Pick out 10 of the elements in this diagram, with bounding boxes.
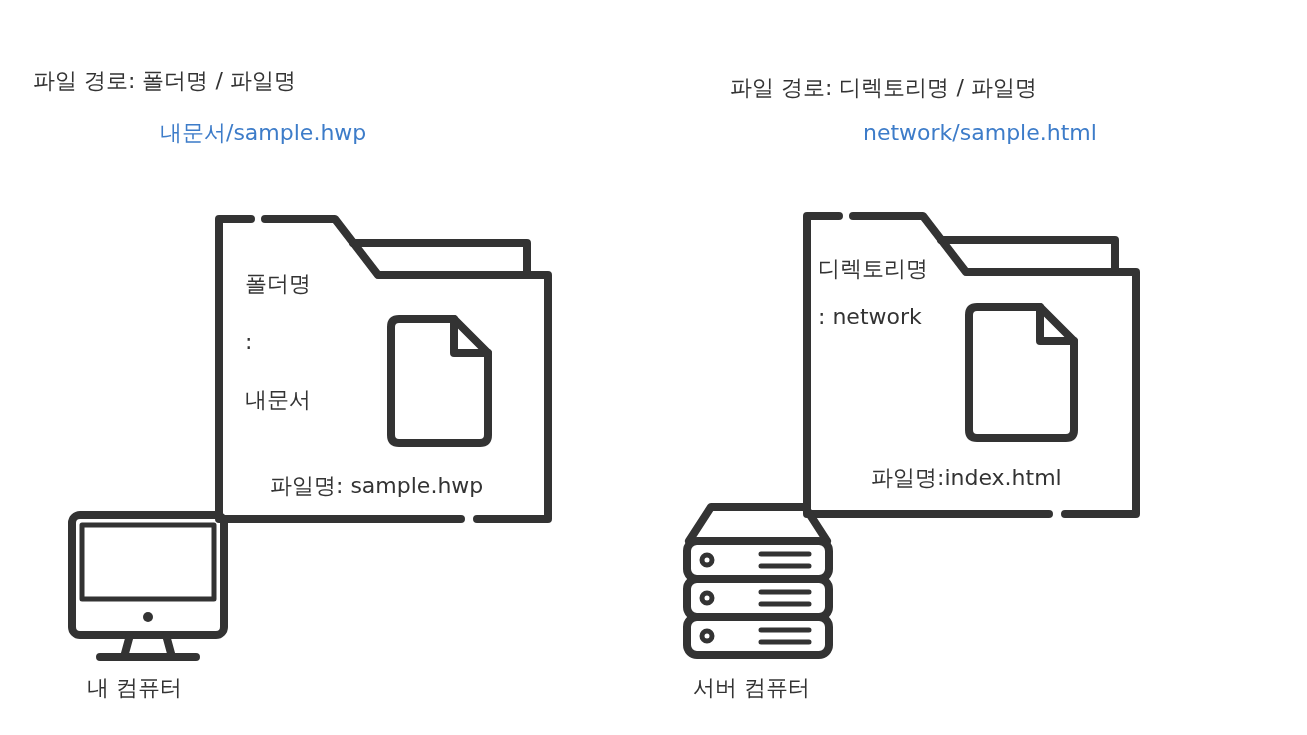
computer-label: 내 컴퓨터 xyxy=(87,675,182,702)
folder-label: 폴더명 : 내문서 xyxy=(245,270,312,414)
file-name-label: 파일명:index.html xyxy=(871,465,1062,492)
path-example: 내문서/sample.hwp xyxy=(160,120,367,147)
path-format-label: 파일 경로: 폴더명 / 파일명 xyxy=(33,68,296,95)
folder-label: 디렉토리명 : network xyxy=(818,255,929,331)
file-name-label: 파일명: sample.hwp xyxy=(270,473,484,500)
computer-label: 서버 컴퓨터 xyxy=(693,675,810,702)
path-example: network/sample.html xyxy=(863,120,1097,147)
path-format-label: 파일 경로: 디렉토리명 / 파일명 xyxy=(730,75,1037,102)
